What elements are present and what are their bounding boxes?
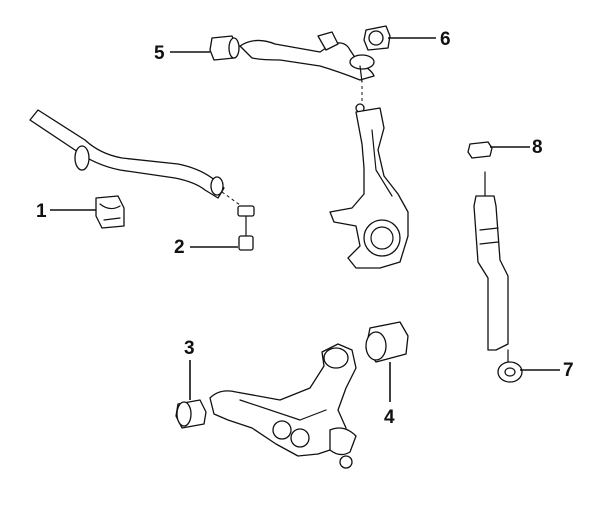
callout-3: 3 (184, 338, 195, 359)
shock-absorber-lower-bushing (497, 361, 523, 383)
upper-arm-front-bushing (209, 35, 240, 61)
callout-5: 5 (154, 43, 165, 64)
stabilizer-link (237, 205, 255, 251)
leader-lines (50, 37, 560, 402)
callout-8: 8 (532, 137, 543, 158)
lower-control-arm (209, 343, 357, 469)
upper-control-arm (239, 31, 375, 104)
stabilizer-bar (29, 109, 241, 206)
callout-2: 2 (174, 237, 185, 258)
callout-1: 1 (36, 201, 47, 222)
steering-knuckle (329, 103, 409, 269)
callout-numbers: 1 2 3 4 5 6 7 8 (36, 29, 574, 428)
shock-absorber (473, 171, 509, 363)
lower-arm-rear-bushing (365, 321, 409, 363)
upper-arm-rear-bushing (363, 25, 391, 51)
callout-4: 4 (384, 407, 395, 428)
lower-arm-front-bushing (175, 399, 207, 429)
shock-absorber-upper-bushing (467, 141, 493, 159)
callout-6: 6 (440, 29, 451, 50)
stabilizer-bar-bushing (95, 195, 125, 229)
callout-7: 7 (563, 360, 574, 381)
